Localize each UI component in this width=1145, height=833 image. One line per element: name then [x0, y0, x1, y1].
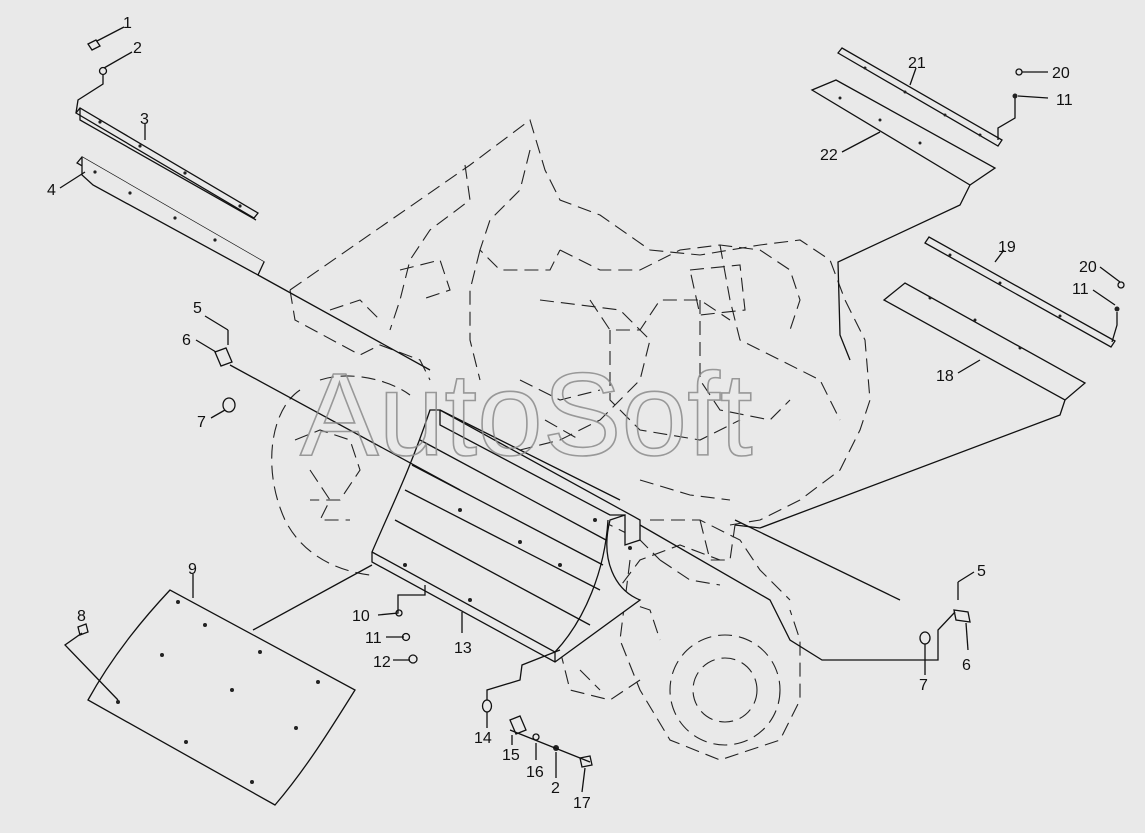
- cover-plate-22: [810, 79, 997, 186]
- leader-lines: [59, 26, 1121, 793]
- callout-19: 19: [998, 239, 1016, 256]
- callout-11-center: 11: [365, 630, 382, 647]
- callout-2-bottom: 2: [551, 780, 560, 797]
- callout-9: 9: [188, 561, 197, 578]
- callout-15: 15: [502, 747, 520, 764]
- callout-17: 17: [573, 795, 591, 812]
- plate-strip-4: [76, 156, 265, 276]
- callout-22: 22: [820, 147, 838, 164]
- callouts: 1 2 3 4 5 6 7 8 9 10 11 12 13 14 15 16 2…: [47, 15, 1097, 812]
- plate-strip-21: [837, 47, 1003, 147]
- chute-shroud-13: [371, 409, 642, 663]
- callout-11-lower: 11: [1072, 281, 1089, 298]
- callout-16: 16: [526, 764, 544, 781]
- callout-7-right: 7: [919, 677, 928, 694]
- callout-5-right: 5: [977, 563, 986, 580]
- callout-7-left: 7: [197, 414, 206, 431]
- callout-6-left: 6: [182, 332, 191, 349]
- callout-6-right: 6: [962, 657, 971, 674]
- callout-3: 3: [140, 111, 149, 128]
- callout-14: 14: [474, 730, 492, 747]
- callout-18: 18: [936, 368, 954, 385]
- plate-strip-19: [924, 236, 1116, 348]
- cover-plate-9: [87, 589, 356, 806]
- callout-5-left: 5: [193, 300, 202, 317]
- callout-21: 21: [908, 55, 926, 72]
- callout-20-upper: 20: [1052, 65, 1070, 82]
- callout-11-upper: 11: [1056, 92, 1073, 109]
- callout-13: 13: [454, 640, 472, 657]
- callout-2-top: 2: [133, 40, 142, 57]
- callout-10: 10: [352, 608, 370, 625]
- callout-8: 8: [77, 608, 86, 625]
- callout-4: 4: [47, 182, 56, 199]
- cover-plate-18: [882, 282, 1087, 401]
- callout-12: 12: [373, 654, 391, 671]
- watermark-text: AutoSoft: [300, 349, 753, 481]
- callout-20-lower: 20: [1079, 259, 1097, 276]
- frame-phantom-outline: [271, 119, 871, 761]
- plate-strip-3: [75, 107, 259, 221]
- callout-1: 1: [123, 15, 132, 32]
